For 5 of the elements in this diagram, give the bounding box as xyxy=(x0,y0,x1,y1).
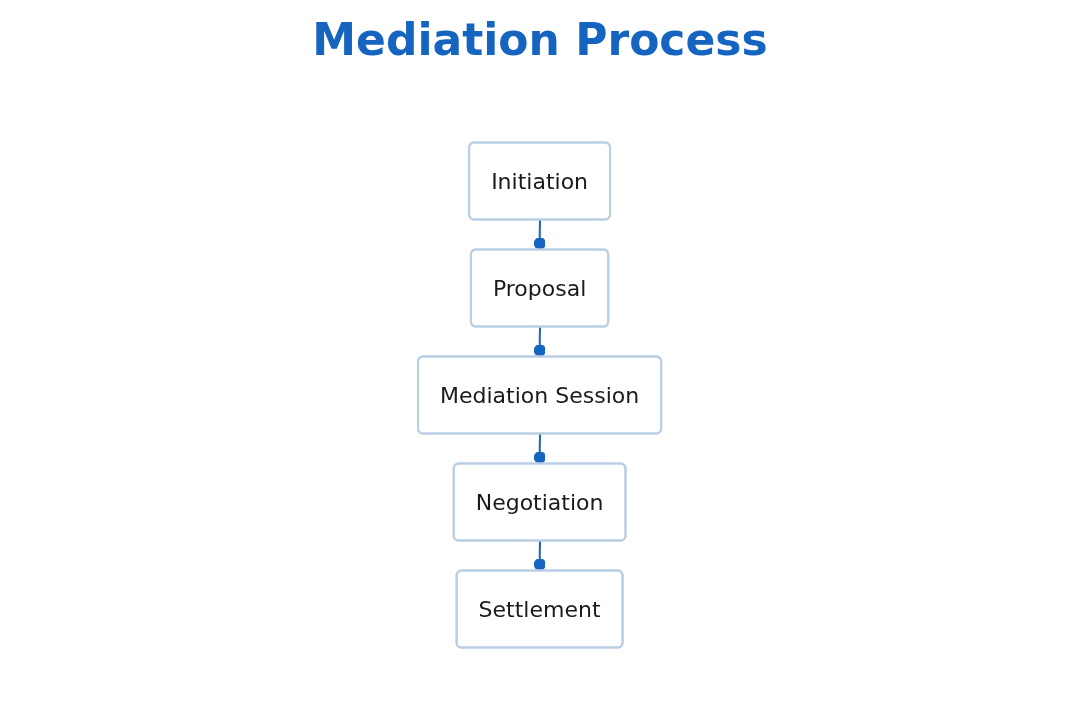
connector xyxy=(534,219,547,251)
connector xyxy=(534,326,547,358)
connector xyxy=(534,433,547,465)
diagram-title: Mediation Process xyxy=(312,14,768,65)
connector xyxy=(534,540,547,572)
